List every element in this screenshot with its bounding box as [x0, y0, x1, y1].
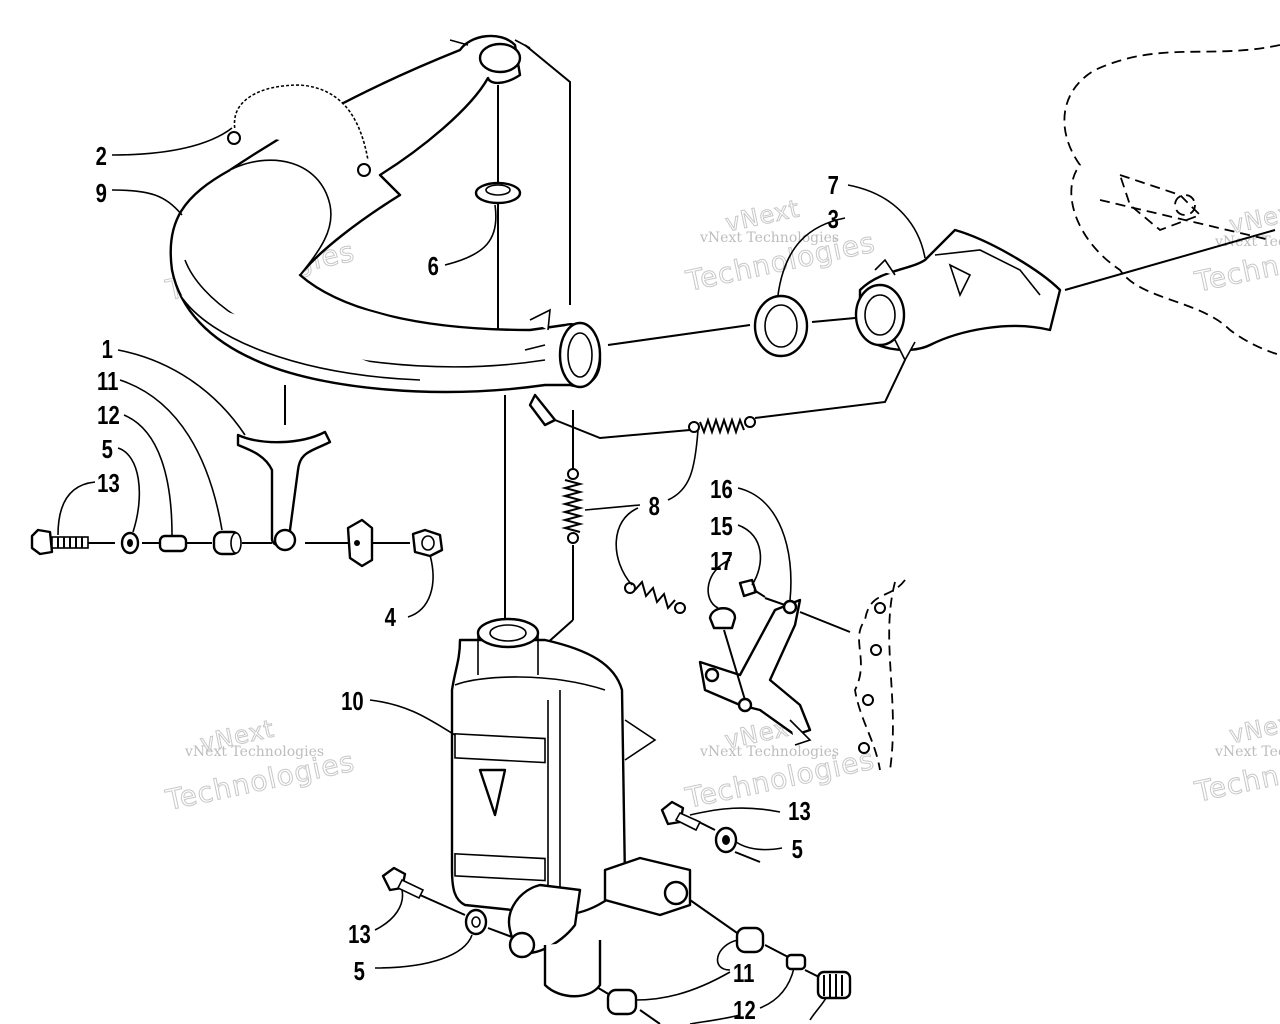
rubber-mount [346, 518, 374, 568]
spring-8b [688, 416, 756, 436]
watermark-small: vNext Technologies [699, 744, 839, 760]
pipe-hanger [236, 430, 332, 552]
bushing-11-lower-a [735, 926, 765, 954]
engine-outline [1063, 44, 1280, 356]
washer-5-left [120, 531, 140, 555]
watermark-line1: vNext [1227, 706, 1280, 749]
callout-5: 5 [102, 435, 113, 464]
bushing-11-lower-b [606, 988, 638, 1016]
watermark-small: vNext Technologies [1214, 234, 1280, 250]
callout-10: 10 [341, 687, 364, 716]
spring-8a [561, 468, 584, 544]
exhaust-manifold [854, 228, 1062, 362]
callout-13: 13 [348, 920, 371, 949]
callout-8: 8 [649, 492, 660, 521]
callout-6: 6 [428, 252, 439, 281]
expansion-chamber [169, 34, 602, 427]
callout-5: 5 [354, 957, 365, 986]
washer-5-lower-right [714, 826, 738, 854]
watermark-small: vNext Technologies [1214, 744, 1280, 760]
callout-1: 1 [102, 335, 113, 364]
callout-17: 17 [710, 547, 733, 576]
callout-13: 13 [788, 797, 811, 826]
seal-ring [753, 294, 809, 358]
callout-12: 12 [733, 996, 756, 1024]
callout-2: 2 [96, 142, 107, 171]
rubber-mount-lower [816, 970, 852, 1000]
leader-lines [57, 127, 926, 1024]
callout-4: 4 [385, 603, 396, 632]
muffler [450, 617, 692, 998]
washer-5-lower-left [464, 908, 488, 936]
bushing-11-left [212, 530, 242, 556]
callout-15: 15 [710, 512, 733, 541]
bolt-15 [738, 578, 766, 598]
grommet [474, 181, 522, 205]
sleeve-12-left [158, 534, 188, 553]
watermark-line1: vNext [1227, 196, 1280, 239]
callout-11: 11 [733, 959, 754, 988]
mounting-bracket [698, 598, 812, 746]
callout-labels: 2 9 1 11 12 5 13 4 6 3 7 8 16 15 17 10 1… [96, 142, 839, 1024]
bolt-13-lower-left [381, 866, 425, 900]
callout-16: 16 [710, 475, 733, 504]
spring-8c [624, 579, 686, 614]
bolt-13-lower-right [660, 800, 702, 832]
callout-12: 12 [97, 401, 120, 430]
nut-4 [411, 528, 444, 558]
callout-5: 5 [792, 835, 803, 864]
pipe-spring [227, 83, 371, 177]
assembly-lines [88, 44, 1276, 1024]
callout-11: 11 [97, 367, 118, 396]
callout-3: 3 [828, 205, 839, 234]
watermark-small: vNext Technologies [184, 744, 324, 760]
callout-13: 13 [97, 469, 120, 498]
plug-17 [708, 607, 746, 701]
callout-7: 7 [828, 171, 839, 200]
bolt-13-left [30, 528, 89, 556]
watermark-small: vNext Technologies [699, 230, 839, 246]
chassis-outline [854, 579, 906, 771]
sleeve-12-lower [785, 953, 807, 971]
callout-9: 9 [96, 179, 107, 208]
